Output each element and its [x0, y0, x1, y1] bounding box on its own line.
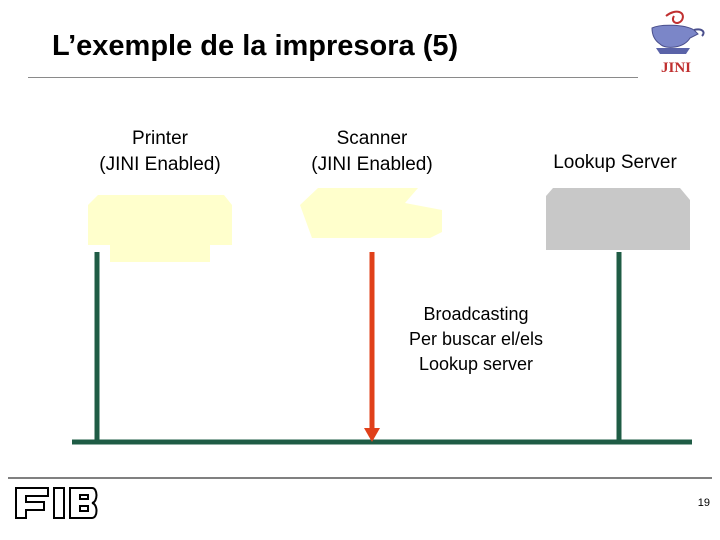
scanner-label: Scanner (JINI Enabled)	[292, 126, 452, 178]
broadcast-label: Broadcasting Per buscar el/els Lookup se…	[386, 302, 566, 377]
page-number: 19	[697, 497, 710, 509]
broadcast-arrow	[364, 252, 380, 442]
slide-title: L’exemple de la impresora (5)	[52, 30, 459, 62]
jini-logo-lamp	[651, 24, 699, 48]
fib-logo	[15, 487, 98, 519]
scanner-device	[300, 188, 442, 238]
jini-logo-swirl	[665, 10, 684, 24]
scanner-label-line1: Scanner	[336, 128, 408, 149]
fib-logo-letter-b	[69, 487, 98, 519]
lookup-server-device	[546, 188, 690, 250]
scanner-label-line2: (JINI Enabled)	[311, 154, 433, 175]
jini-logo-base	[656, 48, 690, 54]
network-lines	[72, 252, 692, 445]
jini-logo-text: JINI	[661, 60, 691, 76]
fib-logo-letter-i	[53, 487, 65, 519]
broadcast-label-line2: Per buscar el/els	[408, 329, 544, 349]
printer-label-line2: (JINI Enabled)	[99, 154, 221, 175]
printer-device	[88, 195, 232, 262]
jini-logo: JINI	[651, 10, 705, 76]
broadcast-label-line1: Broadcasting	[423, 304, 529, 324]
title-divider	[28, 77, 638, 78]
jini-logo-spout	[693, 28, 705, 37]
printer-label: Printer (JINI Enabled)	[80, 126, 240, 178]
broadcast-label-line3: Lookup server	[418, 354, 534, 374]
printer-label-line1: Printer	[132, 128, 188, 149]
fib-logo-letter-f	[15, 487, 49, 519]
lookup-server-label: Lookup Server	[553, 152, 677, 173]
